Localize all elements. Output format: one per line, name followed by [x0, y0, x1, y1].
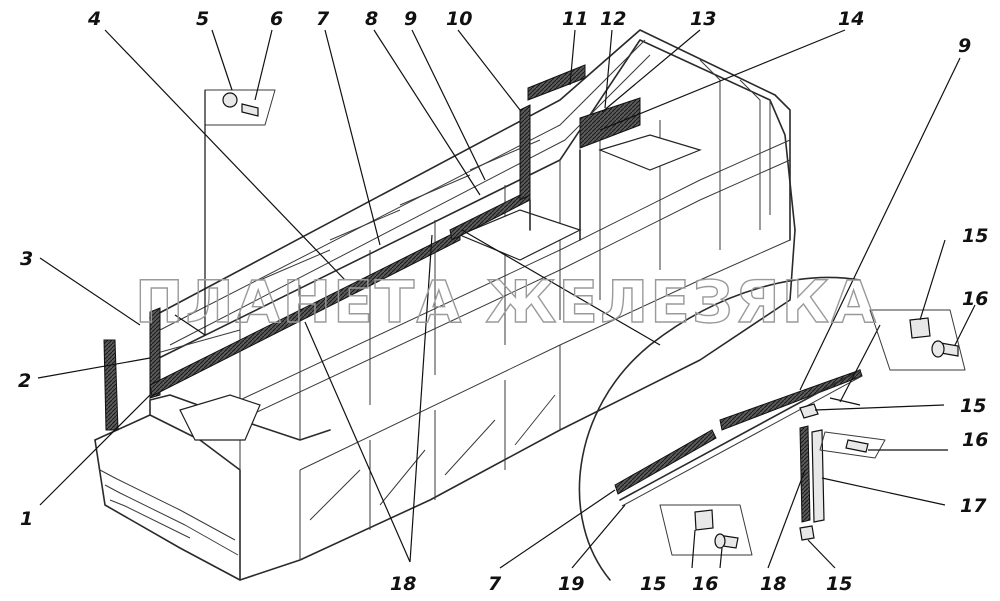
callout-12: 12 — [600, 8, 626, 30]
callout-14: 14 — [838, 8, 864, 30]
detail-strip-17 — [811, 429, 825, 523]
callout-2: 2 — [18, 370, 31, 392]
fastener-inset-bottom — [659, 504, 753, 556]
seal-strip-rear-top — [527, 64, 586, 101]
callout-13: 13 — [690, 8, 716, 30]
leader-lines — [37, 29, 976, 569]
detail-seal-strip-7 — [614, 429, 717, 495]
seal-strip-front-upper — [149, 307, 161, 399]
fastener-inset-right — [869, 309, 966, 371]
body-seal-strips — [103, 64, 641, 431]
callout-labels: 1 2 3 4 5 6 7 8 9 10 11 12 13 14 9 15 16… — [18, 8, 988, 595]
callout-10: 10 — [446, 8, 472, 30]
seal-strip-front-pillar — [103, 339, 119, 431]
seal-strip-upright — [519, 104, 531, 201]
detail-seal-strip-18 — [799, 425, 811, 523]
callout-9: 9 — [404, 8, 417, 30]
seal-strip-rear-window — [579, 97, 641, 149]
callout-15-inset-bottom: 15 — [640, 573, 666, 595]
bus-body-frame — [94, 29, 796, 581]
callout-8: 8 — [365, 8, 378, 30]
callout-9-detail: 9 — [958, 35, 971, 57]
callout-6: 6 — [270, 8, 283, 30]
detail-magnified-region — [578, 276, 886, 581]
callout-15-mid: 15 — [960, 395, 986, 417]
callout-7-detail: 7 — [488, 573, 502, 595]
seal-strip-roof-left — [149, 229, 461, 397]
callout-18-body: 18 — [390, 573, 416, 595]
clip-15-mid — [799, 403, 819, 419]
callout-18-detail: 18 — [760, 573, 786, 595]
callout-5: 5 — [196, 8, 209, 30]
clip-15-bottom — [799, 525, 815, 541]
callout-7: 7 — [316, 8, 330, 30]
callout-1: 1 — [20, 508, 33, 530]
callout-16-inset-right: 16 — [962, 288, 988, 310]
callout-17: 17 — [960, 495, 987, 517]
fastener-inset-top — [174, 89, 276, 336]
callout-16-mid: 16 — [962, 429, 988, 451]
callout-16-inset-bottom: 16 — [692, 573, 718, 595]
callout-15-inset-right: 15 — [962, 225, 988, 247]
callout-19: 19 — [558, 573, 584, 595]
callout-15-bottom-clip: 15 — [826, 573, 852, 595]
watermark-text: ПЛАНЕТА ЖЕЛЕЗЯКА — [135, 268, 878, 336]
callout-4: 4 — [87, 8, 101, 30]
callout-3: 3 — [20, 248, 33, 270]
callout-11: 11 — [562, 8, 588, 30]
